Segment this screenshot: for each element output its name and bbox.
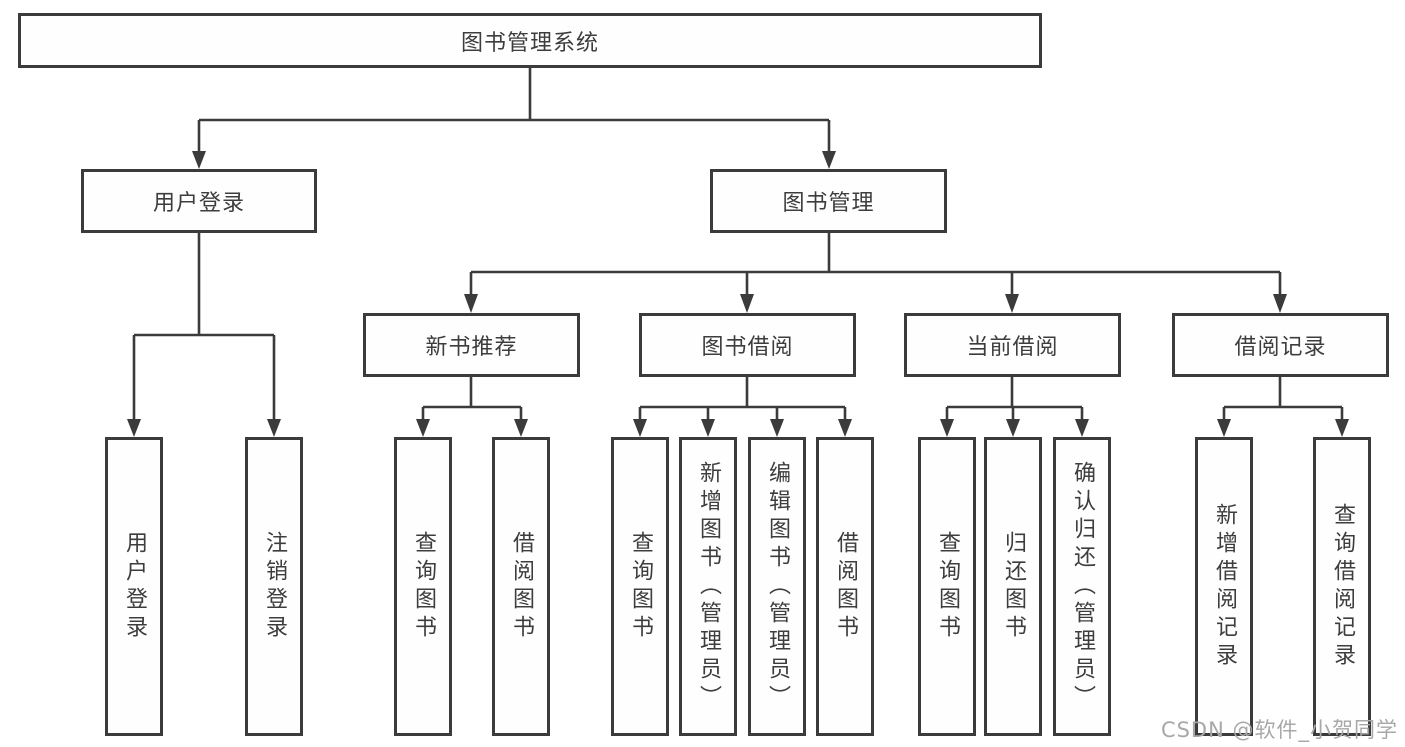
connector-book-borrow bbox=[638, 377, 847, 420]
node-label: 当前借阅 bbox=[966, 335, 1059, 360]
arrowhead bbox=[127, 419, 141, 437]
node-label: 编辑图书（管理员） bbox=[765, 460, 790, 713]
node-label: 注销登录 bbox=[262, 530, 287, 643]
arrowhead bbox=[838, 419, 852, 437]
connector-current-borrow bbox=[945, 377, 1084, 420]
arrowhead bbox=[416, 419, 430, 437]
arrowhead bbox=[701, 419, 715, 437]
connector-new-book-recommend bbox=[421, 377, 523, 420]
csdn-watermark: CSDN @软件_小贺同学 bbox=[1160, 718, 1398, 742]
node-label: 新增借阅记录 bbox=[1212, 502, 1237, 671]
arrowhead bbox=[633, 419, 647, 437]
node-root-label: 图书管理系统 bbox=[460, 30, 599, 56]
arrowhead bbox=[464, 294, 478, 313]
arrowhead bbox=[1335, 419, 1349, 437]
node-label: 查询图书 bbox=[628, 530, 653, 643]
arrowhead bbox=[1075, 419, 1089, 437]
node-label: 查询图书 bbox=[935, 530, 960, 643]
connector-root bbox=[197, 68, 831, 152]
connector-borrow-records bbox=[1222, 377, 1344, 420]
node-label: 确认归还（管理员） bbox=[1070, 460, 1095, 713]
arrowhead bbox=[770, 419, 784, 437]
arrowhead bbox=[740, 294, 754, 313]
node-label: 用户登录 bbox=[152, 191, 245, 216]
arrowhead bbox=[267, 419, 281, 437]
node-label: 借阅图书 bbox=[833, 530, 858, 643]
node-label: 新增图书（管理员） bbox=[696, 460, 721, 713]
node-borrow-borrow-books: 借阅图书 bbox=[816, 437, 874, 736]
node-label: 借阅记录 bbox=[1234, 335, 1327, 360]
node-borrow-add-books-admin: 新增图书（管理员） bbox=[679, 437, 737, 736]
arrowhead bbox=[940, 419, 954, 437]
node-root: 图书管理系统 bbox=[18, 13, 1042, 68]
node-current-borrow: 当前借阅 bbox=[904, 313, 1121, 377]
arrowhead bbox=[822, 151, 836, 169]
node-label: 归还图书 bbox=[1001, 530, 1026, 643]
node-borrow-records: 借阅记录 bbox=[1172, 313, 1389, 377]
node-current-return-books: 归还图书 bbox=[984, 437, 1042, 736]
arrowhead bbox=[514, 419, 528, 437]
node-label: 新书推荐 bbox=[425, 335, 518, 360]
connector-user-login bbox=[132, 233, 276, 420]
node-label: 图书管理 bbox=[782, 191, 875, 216]
connector-book-management bbox=[469, 233, 1282, 295]
node-book-management-branch: 图书管理 bbox=[710, 169, 947, 233]
node-logout: 注销登录 bbox=[245, 437, 303, 736]
node-user-login-branch: 用户登录 bbox=[81, 169, 317, 233]
node-current-confirm-return-admin: 确认归还（管理员） bbox=[1053, 437, 1111, 736]
node-records-query-record: 查询借阅记录 bbox=[1313, 437, 1371, 736]
node-current-query-books: 查询图书 bbox=[918, 437, 976, 736]
node-label: 查询图书 bbox=[411, 530, 436, 643]
node-records-add-record: 新增借阅记录 bbox=[1195, 437, 1253, 736]
node-label: 图书借阅 bbox=[701, 335, 794, 360]
node-recommend-query-books: 查询图书 bbox=[394, 437, 452, 736]
arrowhead bbox=[1217, 419, 1231, 437]
node-book-borrow: 图书借阅 bbox=[639, 313, 856, 377]
node-recommend-borrow-books: 借阅图书 bbox=[492, 437, 550, 736]
node-user-login: 用户登录 bbox=[105, 437, 163, 736]
arrowhead bbox=[1006, 419, 1020, 437]
node-new-book-recommend: 新书推荐 bbox=[363, 313, 580, 377]
node-label: 查询借阅记录 bbox=[1330, 502, 1355, 671]
node-label: 用户登录 bbox=[122, 530, 147, 643]
node-borrow-query-books: 查询图书 bbox=[611, 437, 669, 736]
node-borrow-edit-books-admin: 编辑图书（管理员） bbox=[748, 437, 806, 736]
arrowhead bbox=[1005, 294, 1019, 313]
node-label: 借阅图书 bbox=[509, 530, 534, 643]
arrowhead bbox=[1273, 294, 1287, 313]
arrowhead bbox=[192, 151, 206, 169]
